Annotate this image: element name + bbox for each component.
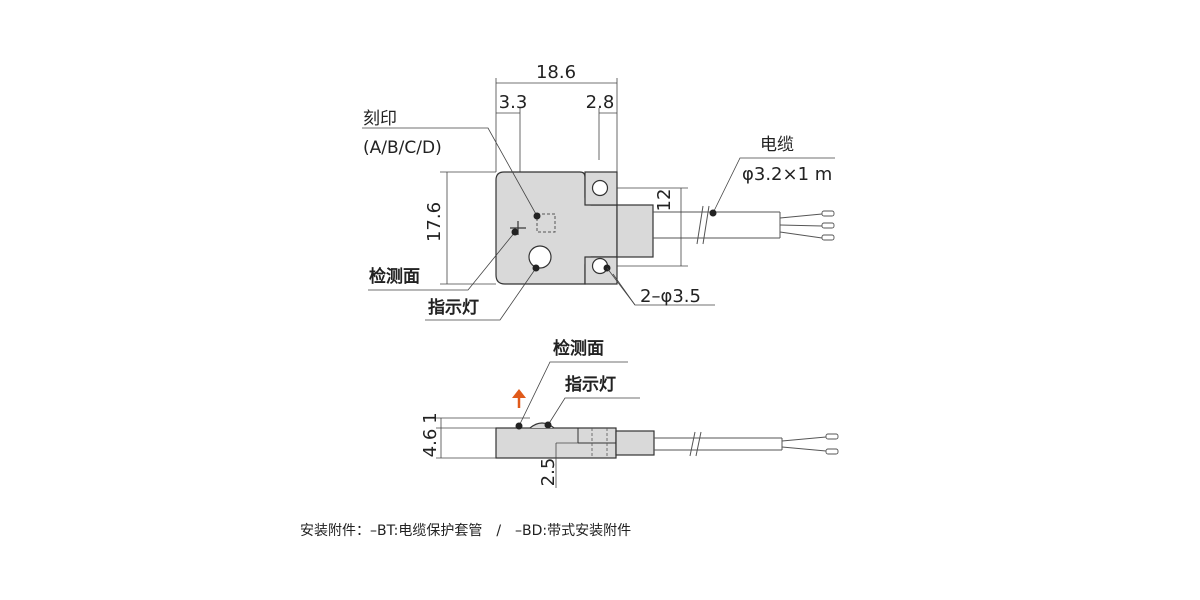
dim-width: 18.6	[536, 62, 576, 83]
dim-offset: 2.5	[538, 458, 559, 487]
marking-area	[536, 213, 556, 233]
mount-hole-icon	[591, 179, 609, 197]
detection-direction-arrow-icon	[512, 389, 526, 408]
accessory-note: 安装附件：–BT:电缆保护套管 / –BD:带式安装附件	[300, 523, 631, 539]
dim-thickness: 4.6	[420, 429, 441, 458]
mount-ear-top	[584, 171, 618, 206]
dim-neck: 12	[654, 189, 675, 212]
sensor-neck	[616, 204, 654, 258]
label-side-indicator: 指示灯	[565, 374, 616, 395]
label-cable-spec: φ3.2×1 m	[742, 164, 832, 185]
top-view: 18.6 3.3 2.8	[362, 62, 835, 321]
dim-height: 17.6	[424, 202, 445, 242]
dim-left-offset: 3.3	[499, 92, 528, 113]
side-view: 1 4.6 2.5 检测面 指示灯	[420, 338, 839, 488]
label-marking-sub: (A/B/C/D)	[363, 138, 442, 158]
indicator-lamp-icon	[528, 245, 552, 269]
label-marking: 刻印	[363, 109, 397, 129]
dim-bump: 1	[420, 412, 441, 423]
label-detection-surface: 检测面	[369, 266, 420, 287]
label-side-surface: 检测面	[553, 338, 604, 359]
label-holes: 2–φ3.5	[640, 286, 701, 307]
sensor-neck-side	[615, 430, 655, 456]
label-cable: 电缆	[760, 135, 794, 155]
dim-right-offset: 2.8	[586, 92, 615, 113]
label-indicator: 指示灯	[428, 297, 479, 318]
